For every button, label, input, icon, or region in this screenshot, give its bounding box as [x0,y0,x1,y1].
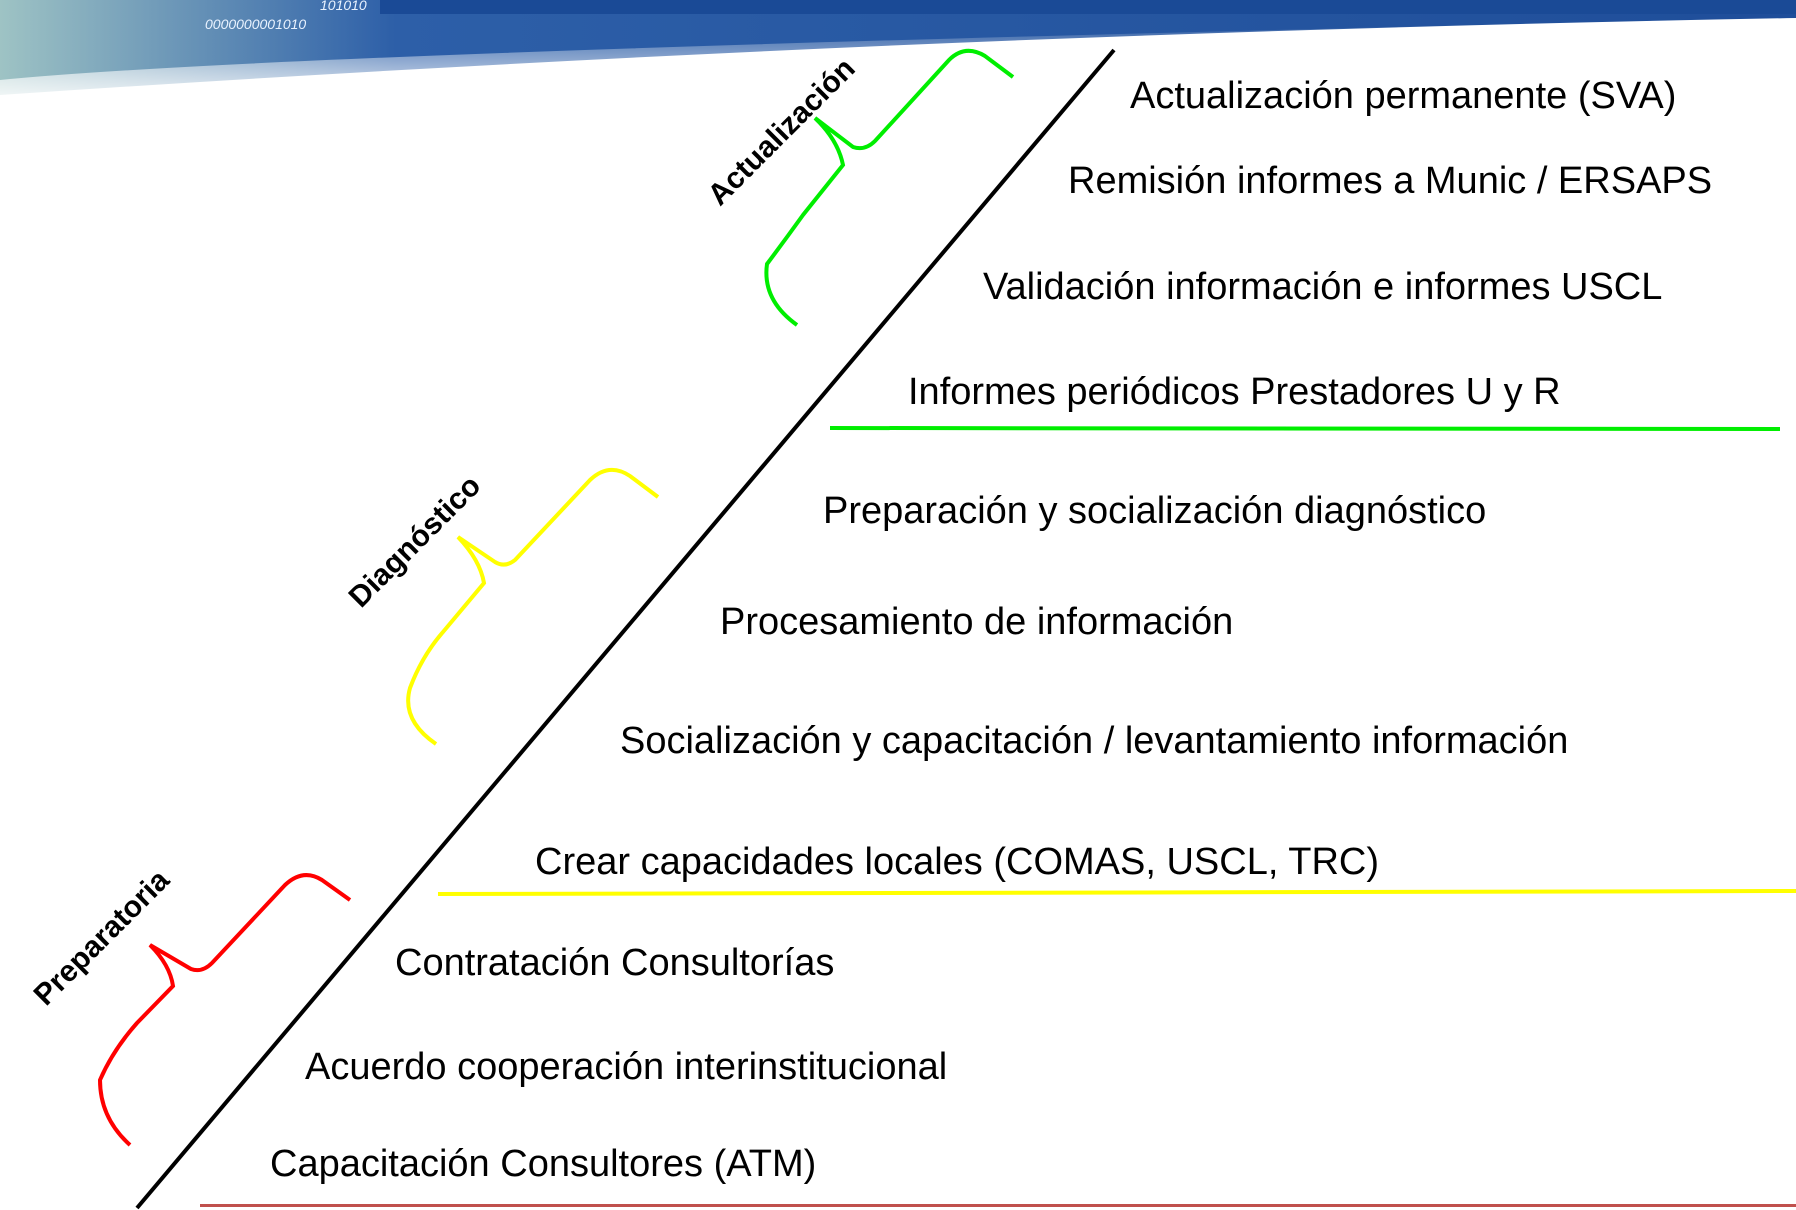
separator-diagnostico [437,889,1796,896]
banner-digits-bottom: 0000000001010 [205,16,306,32]
step-crear-capacidades: Crear capacidades locales (COMAS, USCL, … [535,841,1380,883]
step-contratacion-consultorias: Contratación Consultorías [395,942,835,984]
brace-preparatoria [97,873,352,1147]
step-acuerdo-cooperacion: Acuerdo cooperación interinstitucional [305,1046,948,1088]
step-socializacion-capacitacion: Socialización y capacitación / levantami… [620,720,1569,762]
step-capacitacion-consultores: Capacitación Consultores (ATM) [270,1143,817,1185]
banner-edge-fade [0,18,1796,110]
bottom-rule [200,1204,1796,1207]
brace-actualizacion [764,48,1015,327]
brace-diagnostico [406,468,660,746]
banner-digits-top: 101010 [320,0,367,13]
step-procesamiento-informacion: Procesamiento de información [720,601,1234,643]
timeline-diagonal [135,48,1116,1210]
header-banner: 101010 0000000001010 [0,0,1796,110]
step-remision-informes: Remisión informes a Munic / ERSAPS [1068,160,1713,202]
step-preparacion-diagnostico: Preparación y socialización diagnóstico [823,490,1487,532]
separator-actualizacion [829,426,1781,431]
step-validacion-informacion: Validación información e informes USCL [983,266,1663,308]
banner-blue-strip [380,0,1796,14]
step-actualizacion-permanente: Actualización permanente (SVA) [1130,75,1677,117]
step-informes-periodicos: Informes periódicos Prestadores U y R [908,371,1561,413]
banner-shape [0,0,1796,95]
